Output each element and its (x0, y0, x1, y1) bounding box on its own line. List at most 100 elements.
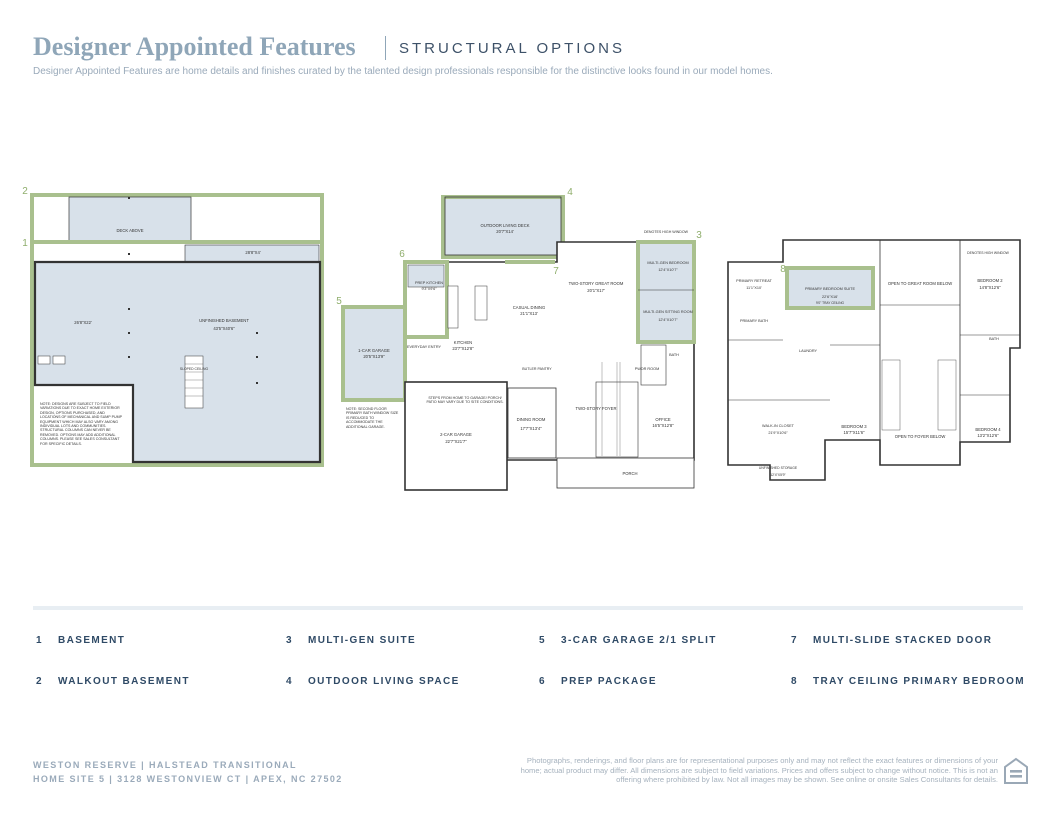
community-line: WESTON RESERVE | HALSTEAD TRANSITIONAL (33, 760, 297, 770)
casual-dining-dim: 21'1"X13' (520, 311, 538, 316)
basement-stair (184, 355, 204, 409)
dining-room-dim: 17'7"X13'4" (520, 426, 542, 431)
callout-numbers: 1 2 4 3 6 5 7 8 (22, 186, 786, 307)
prep-kitchen-label: PREP KITCHEN (415, 281, 443, 285)
porch-label: PORCH (622, 471, 637, 476)
feature-label: PREP PACKAGE (561, 676, 657, 687)
feature-item: 1 BASEMENT (36, 635, 125, 646)
garage-note: NOTE: SECOND FLOOR PRIMARY BATH WINDOW S… (346, 407, 399, 429)
floor-plans: DECK ABOVE 28'8"X4' 26'8"X22' UNFINISHED… (22, 186, 1021, 491)
deck-above (68, 196, 192, 243)
second-floor-plan: PRIMARY RETREAT 11'1"X10' PRIMARY BEDROO… (727, 239, 1021, 481)
callout-6: 6 (399, 249, 405, 260)
primary-bath-label: PRIMARY BATH (740, 319, 768, 323)
foyer-label: TWO-STORY FOYER (576, 406, 617, 411)
powder-room-label: PWDR ROOM (635, 367, 659, 371)
multi-gen-bedroom-label: MULTI-GEN BEDROOM (647, 261, 688, 265)
page-title: Designer Appointed Features (33, 32, 356, 61)
callout-3: 3 (696, 230, 702, 241)
bedroom2-dim: 14'8"X12'6" (979, 285, 1001, 290)
storage-dim: 12'4"X5'9" (770, 473, 786, 477)
bedroom4-dim: 13'2"X12'6" (977, 433, 999, 438)
office-dim: 16'5"X12'8" (652, 423, 674, 428)
kitchen-dim: 23'7"X12'8" (452, 346, 474, 351)
section-divider (33, 606, 1023, 610)
feature-label: TRAY CEILING PRIMARY BEDROOM (813, 676, 1025, 687)
basement-plan: DECK ABOVE 28'8"X4' 26'8"X22' UNFINISHED… (30, 193, 324, 467)
open-great-label: OPEN TO GREAT ROOM BELOW (888, 281, 952, 286)
dining-room-label: DINING ROOM (517, 417, 546, 422)
deck-above-label: DECK ABOVE (117, 228, 144, 233)
bedroom3-dim: 15'7"X11'6" (843, 430, 865, 435)
outdoor-deck-dim: 20'7"X14' (496, 229, 514, 234)
kitchen-label: KITCHEN (454, 340, 472, 345)
great-room-dim: 20'1"X17' (587, 288, 605, 293)
feature-number: 8 (791, 676, 798, 687)
open-foyer-label: OPEN TO FOYER BELOW (895, 434, 946, 439)
feature-number: 7 (791, 635, 798, 646)
feature-number: 1 (36, 635, 43, 646)
butler-pantry-label: BUTLER PANTRY (522, 367, 552, 371)
two-car-garage (404, 381, 508, 491)
two-car-garage-dim: 22'7"X21'7" (445, 439, 467, 444)
callout-1: 1 (22, 238, 28, 249)
basement-note: NOTE: DESIGNS ARE SUBJECT TO FIELD VARIA… (40, 402, 122, 446)
feature-number: 2 (36, 676, 43, 687)
feature-number: 5 (539, 635, 546, 646)
address-line: HOME SITE 5 | 3128 WESTONVIEW CT | APEX,… (33, 774, 343, 784)
sloped-ceiling-label: SLOPED CEILING (180, 367, 209, 371)
primary-retreat-label: PRIMARY RETREAT (736, 279, 772, 283)
great-room-label: TWO-STORY GREAT ROOM (569, 281, 624, 286)
primary-suite-label: PRIMARY BEDROOM SUITE (805, 287, 856, 291)
feature-item: 6 PREP PACKAGE (539, 676, 657, 687)
bedroom2-label: BEDROOM 2 (977, 278, 1003, 283)
storage-label: UNFINISHED STORAGE (759, 466, 798, 470)
walk-in-closet-label: WALK-IN CLOSET (762, 424, 795, 428)
laundry-label: LAUNDRY (799, 349, 818, 353)
second-floor-high-window: DENOTES HIGH WINDOW (967, 251, 1009, 255)
multi-gen-suite (636, 240, 696, 344)
casual-dining-label: CASUAL DINING (513, 305, 545, 310)
prep-kitchen-dim: 9'3"X9'6" (421, 287, 437, 291)
office-label: OFFICE (655, 417, 671, 422)
callout-7: 7 (553, 266, 559, 277)
equal-housing-icon (1004, 757, 1028, 784)
prep-kitchen-outline (403, 260, 449, 339)
walkout-outline (30, 193, 324, 467)
tray-ceiling-label: 9'0" TRAY CEILING (816, 301, 844, 305)
basement-left-dim: 26'8"X22' (74, 320, 92, 325)
multi-gen-sitting-dim: 12'4"X10'7" (658, 318, 678, 322)
primary-suite-dim: 22'6"X16' (822, 295, 838, 299)
feature-label: MULTI-GEN SUITE (308, 635, 417, 646)
callout-8: 8 (780, 264, 786, 275)
first-floor-high-window: DENOTES HIGH WINDOW (644, 230, 689, 234)
two-car-garage-label: 2-CAR GARAGE (440, 432, 472, 437)
feature-item: 2 WALKOUT BASEMENT (36, 676, 190, 687)
walk-in-closet-dim: 21'9"X10'6" (768, 431, 788, 435)
feature-item: 5 3-CAR GARAGE 2/1 SPLIT (539, 635, 717, 646)
callout-2: 2 (22, 186, 28, 197)
intro-text: Designer Appointed Features are home det… (33, 66, 773, 77)
title-separator (385, 36, 386, 60)
deck-dim-label: 28'8"X4' (245, 250, 260, 255)
unfinished-basement-dim: 43'5"X40'6" (213, 326, 235, 331)
multi-gen-bedroom-dim: 12'4"X10'7" (658, 268, 678, 272)
second-floor-bath-label: BATH (989, 337, 999, 341)
one-car-garage-dim: 20'5"X13'9" (363, 354, 385, 359)
feature-label: BASEMENT (58, 635, 126, 646)
feature-label: 3-CAR GARAGE 2/1 SPLIT (561, 635, 717, 646)
first-floor-plan: OUTDOOR LIVING DECK 20'7"X14' TWO-STORY … (341, 195, 696, 491)
feature-label: WALKOUT BASEMENT (58, 676, 190, 687)
bedroom3-label: BEDROOM 3 (841, 424, 867, 429)
legal-disclaimer: Photographs, renderings, and floor plans… (520, 756, 998, 785)
everyday-entry-label: EVERYDAY ENTRY (407, 345, 442, 349)
callout-4: 4 (567, 187, 573, 198)
feature-number: 4 (286, 676, 293, 687)
callout-5: 5 (336, 296, 342, 307)
bedroom4-label: BEDROOM 4 (975, 427, 1001, 432)
feature-number: 6 (539, 676, 546, 687)
page-subtitle: STRUCTURAL OPTIONS (399, 40, 625, 57)
